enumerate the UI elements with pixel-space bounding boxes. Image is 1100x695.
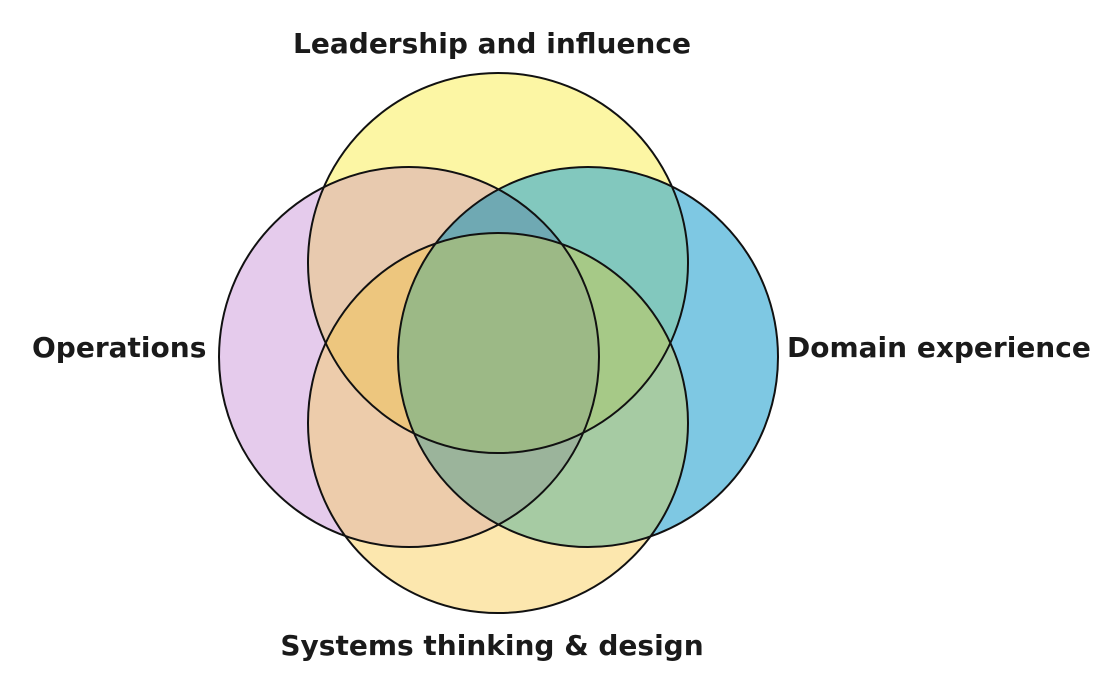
label-systems: Systems thinking & design	[280, 629, 704, 662]
outline-operations	[218, 166, 600, 548]
label-domain: Domain experience	[787, 331, 1091, 364]
outline-leadership	[307, 72, 689, 454]
label-operations: Operations	[32, 331, 207, 364]
outline-domain	[397, 166, 779, 548]
outline-systems	[307, 232, 689, 614]
label-leadership: Leadership and influence	[293, 27, 691, 60]
